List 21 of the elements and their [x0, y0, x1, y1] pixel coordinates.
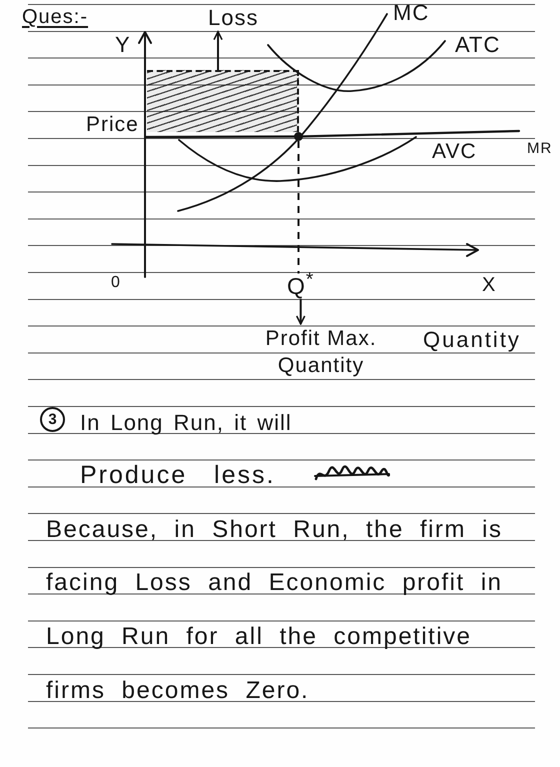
curve-label: AVC — [432, 140, 477, 164]
origin-label: 0 — [111, 274, 121, 292]
axis-label: Price — [86, 112, 139, 137]
curve-label: MC — [393, 0, 430, 26]
annotation-text: Profit Max. Quantity — [226, 326, 416, 380]
quantity-marker-label: Q$^{*}$ — [287, 274, 314, 299]
curve-label: ATC — [455, 32, 500, 57]
circled-number: 3 — [40, 407, 65, 432]
hatched-loss-area — [147, 70, 299, 132]
question-heading: Ques:- — [22, 6, 88, 29]
arrow — [213, 30, 223, 70]
axis-label: X — [482, 274, 496, 296]
answer-text: In Long Run, it will Produce less. — [80, 408, 293, 492]
arrow — [296, 298, 306, 325]
curve-label: MR — [527, 140, 552, 157]
axis-label: Quantity — [423, 326, 521, 352]
answer-text: Because, in Short Run, the firm is facing Loss and Economic profit in Long Run for all the competitive firms becomes Zero. — [46, 514, 504, 706]
axis-label: Y — [115, 32, 131, 57]
dashed-guide-line — [298, 141, 300, 274]
intersection-dot — [294, 132, 303, 141]
loss-label: Loss — [208, 6, 258, 30]
